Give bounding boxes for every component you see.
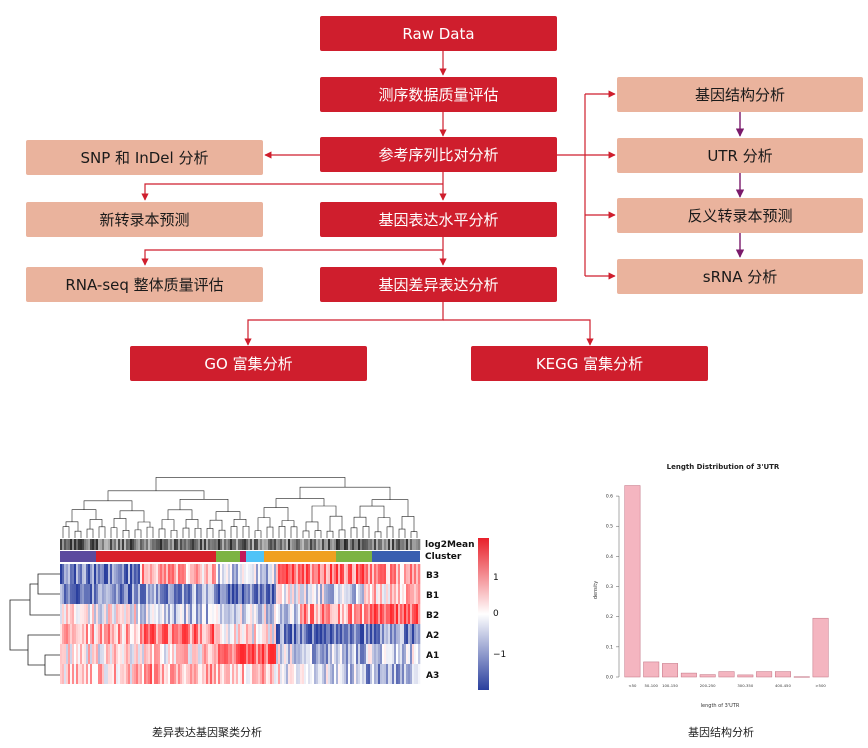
bar-150-200 <box>680 672 697 678</box>
expression-level-box: 基因表达水平分析 <box>320 202 557 237</box>
structure-caption: 基因结构分析 <box>688 726 754 739</box>
color-scale-ticks: 1 0 −1 <box>493 573 506 660</box>
y-tick-label: 0.3 <box>606 584 613 590</box>
bar->500 <box>812 617 829 678</box>
scale-tick-neg1: −1 <box>493 650 506 660</box>
bar-350-400 <box>756 671 773 678</box>
bar-400-450 <box>774 671 791 678</box>
row-label-a2: A2 <box>426 631 439 641</box>
log2mean-label: log2Mean <box>425 540 475 550</box>
x-tick-label: <50 <box>628 683 637 688</box>
x-axis-label: length of 3'UTR <box>701 703 740 709</box>
x-tick-label: 300-350 <box>737 683 753 688</box>
x-tick-label: 50-100 <box>645 683 659 688</box>
differential-expression-box: 基因差异表达分析 <box>320 267 557 302</box>
row-dendrogram <box>9 573 60 676</box>
cluster-heatmap: B3 B1 B2 A2 A1 A3 log2Mean Cluster 1 0 −… <box>0 470 510 720</box>
srna-analysis-box: sRNA 分析 <box>617 259 863 294</box>
log2mean-strip <box>60 539 421 550</box>
color-scale-bar <box>478 538 489 690</box>
utr-length-chart: Length Distribution of 3'UTR density len… <box>588 455 838 717</box>
y-tick-label: 0.6 <box>606 494 613 500</box>
kegg-enrichment-box: KEGG 富集分析 <box>471 346 708 381</box>
bar-<50 <box>624 485 641 678</box>
y-tick-label: 0.1 <box>606 644 613 650</box>
rnaseq-quality-box: RNA-seq 整体质量评估 <box>26 267 263 302</box>
chart-title: Length Distribution of 3'UTR <box>667 463 780 471</box>
scale-tick-0: 0 <box>493 609 499 619</box>
utr-analysis-box: UTR 分析 <box>617 138 863 173</box>
antisense-transcript-box: 反义转录本预测 <box>617 198 863 233</box>
row-label-b2: B2 <box>426 611 439 621</box>
flow-connectors <box>141 51 745 346</box>
row-label-a1: A1 <box>426 651 439 661</box>
heatmap-svg: B3 B1 B2 A2 A1 A3 log2Mean Cluster 1 0 −… <box>9 477 506 690</box>
go-enrichment-box: GO 富集分析 <box>130 346 367 381</box>
cluster-label: Cluster <box>425 552 462 562</box>
y-tick-label: 0.4 <box>606 554 613 560</box>
x-tick-label: >500 <box>815 683 826 688</box>
bar-100-150 <box>662 663 679 678</box>
y-axis: 0.0 0.1 0.2 0.3 0.4 0.5 0.6 <box>606 494 620 681</box>
row-label-a3: A3 <box>426 671 439 681</box>
gene-structure-box: 基因结构分析 <box>617 77 863 112</box>
bars <box>624 485 829 678</box>
bar-450-500 <box>793 676 810 678</box>
y-tick-label: 0.5 <box>606 524 613 530</box>
cluster-strip <box>60 551 420 562</box>
x-tick-label: 100-150 <box>662 683 678 688</box>
x-tick-label: 400-450 <box>775 683 791 688</box>
novel-transcript-box: 新转录本预测 <box>26 202 263 237</box>
reference-alignment-box: 参考序列比对分析 <box>320 137 557 172</box>
heatmap-caption: 差异表达基因聚类分析 <box>152 726 262 739</box>
scale-tick-1: 1 <box>493 573 499 583</box>
heatmap-cells <box>60 564 421 684</box>
bar-300-350 <box>737 674 754 678</box>
bar-250-300 <box>718 671 735 678</box>
utr-bar-chart-svg: Length Distribution of 3'UTR density len… <box>593 463 829 709</box>
sequencing-quality-box: 测序数据质量评估 <box>320 77 557 112</box>
row-label-b3: B3 <box>426 571 439 581</box>
y-axis-label: density <box>593 581 599 599</box>
raw-data-box: Raw Data <box>320 16 557 51</box>
x-tick-label: 200-250 <box>700 683 716 688</box>
y-tick-label: 0.2 <box>606 614 613 620</box>
snp-indel-box: SNP 和 InDel 分析 <box>26 140 263 175</box>
bar-200-250 <box>699 674 716 678</box>
row-label-b1: B1 <box>426 591 439 601</box>
heatmap-row-labels: B3 B1 B2 A2 A1 A3 log2Mean Cluster <box>425 540 475 681</box>
y-tick-label: 0.0 <box>606 675 613 681</box>
column-dendrogram <box>62 477 418 538</box>
bar-50-100 <box>643 661 660 678</box>
